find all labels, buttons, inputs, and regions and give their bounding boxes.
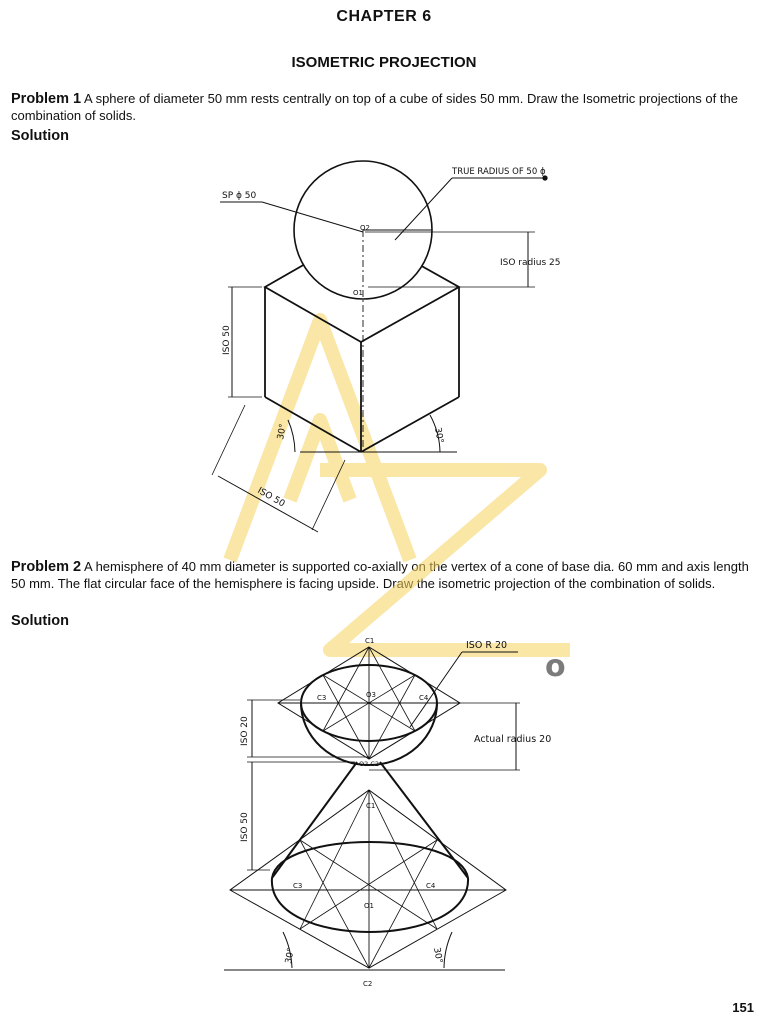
fig1-iso50-vertical-label: ISO 50	[222, 325, 232, 355]
fig2-c4-cone-label: C4	[426, 882, 436, 890]
problem-2-solution-label: Solution	[11, 613, 69, 629]
hemisphere-bowl	[300, 702, 438, 766]
fig2-actual-radius-label: Actual radius 20	[474, 734, 551, 745]
section-title: ISOMETRIC PROJECTION	[291, 54, 477, 71]
fig1-o2-label: O2	[360, 224, 370, 232]
az-watermark: o	[223, 313, 570, 684]
fig2-o1-label: O1	[364, 902, 374, 910]
fig2-iso50-label: ISO 50	[240, 812, 250, 842]
problem-2-label: Problem 2	[11, 559, 82, 575]
fig2-o3-label: O3	[366, 691, 376, 699]
fig1-sp-label: SP ϕ 50	[222, 191, 257, 201]
figure-2-hemisphere-on-cone	[224, 646, 520, 971]
fig1-iso-radius-label: ISO radius 25	[500, 258, 560, 268]
fig2-iso20-label: ISO 20	[240, 716, 250, 746]
chapter-heading: CHAPTER 6	[336, 8, 432, 25]
problem-1-statement: Problem 1 A sphere of diameter 50 mm res…	[11, 91, 763, 124]
problem-2-text: A hemisphere of 40 mm diameter is suppor…	[11, 559, 749, 591]
problem-1-text: A sphere of diameter 50 mm rests central…	[11, 91, 738, 123]
problem-2-statement: Problem 2 A hemisphere of 40 mm diameter…	[11, 559, 763, 592]
fig2-iso-r-label: ISO R 20	[466, 640, 507, 651]
page-number: 151	[732, 1000, 754, 1015]
fig2-c3-cone-label: C3	[293, 882, 302, 890]
problem-1-label: Problem 1	[11, 91, 82, 107]
fig2-angle-left-label: 30°	[284, 947, 297, 964]
fig2-c1-top-label: C1	[365, 637, 374, 645]
fig1-true-radius-label: TRUE RADIUS OF 50 ϕ	[451, 167, 546, 177]
fig1-o1-label: O1	[353, 289, 363, 297]
figure-1-sphere-on-cube	[211, 160, 548, 533]
fig1-angle-right-label: 30°	[432, 427, 445, 444]
fig2-c4-top-label: C4	[419, 694, 429, 702]
cone-base-ellipse	[270, 877, 470, 933]
fig2-c3-top-label: C3	[317, 694, 326, 702]
fig2-angle-right-label: 30°	[431, 947, 444, 964]
problem-1-solution-label: Solution	[11, 128, 69, 144]
watermark-dot: o	[545, 649, 566, 684]
fig2-c1-cone-label: C1	[366, 802, 375, 810]
fig1-angle-left-label: 30°	[276, 423, 289, 440]
fig2-o2c2-label: O2 C2	[359, 760, 379, 768]
fig2-c2-bottom-label: C2	[363, 980, 372, 988]
